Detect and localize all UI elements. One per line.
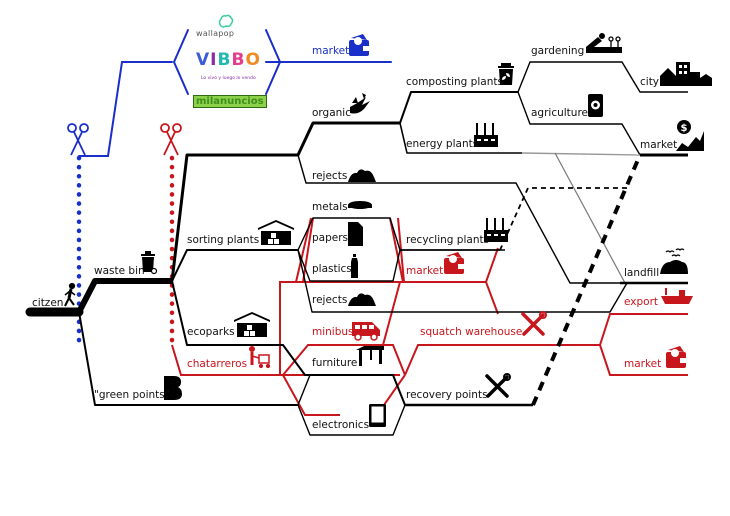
bottle-icon: [351, 254, 358, 278]
fruit-peel-icon: [350, 93, 370, 114]
energy-line: [399, 122, 522, 154]
electronics-upper: [297, 374, 311, 406]
gardening-line: [517, 61, 688, 93]
vibbo-logo: VIBBO: [196, 50, 261, 70]
money-chart-icon: $: [676, 120, 704, 151]
rejects-mid-line: [297, 249, 628, 313]
node-chatarreros: chatarreros: [187, 358, 248, 370]
svg-text:$: $: [681, 123, 688, 134]
vibbo-letter: I: [210, 50, 218, 70]
shopping-cart-person-icon: [249, 346, 271, 369]
red-diagonal-3: [389, 217, 404, 283]
dashed-connectors: [499, 154, 642, 406]
milanuncios-logo: milanuncios: [193, 95, 267, 108]
node-papers: papers: [312, 232, 349, 244]
tools-icon: [485, 373, 511, 398]
red-vertical-minibus: [382, 281, 401, 346]
b-logo-icon: [164, 376, 182, 400]
red-flow: [169, 155, 688, 426]
recycling-dashed: [499, 187, 628, 251]
tablet-icon: [369, 404, 386, 427]
energy-diagonal: [554, 152, 626, 284]
warehouse-icon: [234, 312, 270, 337]
tools-icon: [521, 311, 547, 336]
node-minibus: minibus: [312, 326, 354, 338]
bottle-cap-icon: [348, 201, 372, 209]
sorting-line: [171, 249, 298, 282]
blue-line: [78, 61, 173, 157]
document-icon: [348, 222, 363, 246]
node-plastics: plastics: [312, 263, 352, 275]
trash-bin-icon: [141, 251, 158, 275]
node-sorting-plants: sorting plants: [187, 234, 260, 246]
black-flow: [25, 61, 688, 436]
node-city: city: [640, 76, 660, 88]
node-metals: metals: [312, 201, 348, 213]
vibbo-tagline: Lo vivo y luego lo vendo: [201, 76, 256, 81]
wallet-icon: [666, 346, 686, 368]
factory-icon: [474, 123, 498, 147]
rubble-pile-icon: [348, 293, 376, 306]
city-icon: [660, 62, 712, 86]
red-market-right: [599, 344, 688, 376]
table-icon: [356, 346, 384, 366]
node-export: export: [624, 296, 659, 308]
wallapop-logo-icon: [218, 14, 234, 28]
node-market-red-mid: market: [406, 265, 444, 277]
node-market-red-right: market: [624, 358, 662, 370]
node-rejects-top: rejects: [312, 170, 348, 182]
node-market-black: market: [640, 139, 678, 151]
waste-bin-line: [76, 278, 172, 314]
node-citizen: citzen: [32, 297, 64, 309]
node-ecoparks: ecoparks: [187, 326, 235, 338]
scissors-icon: [67, 123, 89, 156]
red-diagonal-2: [302, 217, 314, 283]
node-green-points: "green points": [94, 389, 170, 401]
electronics-hex: [297, 374, 406, 436]
node-recycling-plants: recycling plants: [406, 234, 490, 246]
rubble-pile-icon: [348, 169, 376, 182]
recovery-dashed: [531, 154, 642, 406]
blue-bracket-left: [172, 29, 189, 95]
node-electronics: electronics: [312, 419, 370, 431]
node-market-blue: market: [312, 45, 350, 57]
node-energy-plants: energy plants: [406, 138, 479, 150]
vibbo-letter: V: [196, 50, 211, 70]
vibbo-letter: B: [231, 50, 246, 70]
walking-person-icon: [64, 282, 76, 307]
scissors-icon: [160, 123, 182, 156]
node-agriculture: agriculture: [531, 107, 588, 119]
green-points-line: [78, 311, 298, 406]
landfill-birds-icon: [660, 248, 688, 274]
factory-icon: [484, 218, 508, 242]
warehouse-icon: [258, 220, 294, 245]
wallet-icon: [444, 252, 464, 274]
node-landfill: landfill: [624, 267, 660, 279]
node-squatch-warehouse: squatch warehouse: [420, 326, 523, 338]
red-market-fork: [484, 247, 499, 315]
minibus-icon: [352, 322, 380, 341]
red-minibus-line: [282, 344, 406, 376]
ship-icon: [661, 288, 693, 304]
wallet-icon: [349, 34, 369, 56]
node-rejects-mid: rejects: [312, 294, 348, 306]
node-organic: organic: [312, 107, 352, 119]
gardener-icon: [586, 33, 622, 53]
node-composting-plants: composting plants: [406, 76, 503, 88]
node-furniture: furniture: [312, 357, 358, 369]
composting-line: [399, 91, 518, 124]
compost-bin-icon: [498, 63, 514, 85]
red-hex-lower: [282, 374, 340, 416]
fertilizer-bag-icon: [588, 94, 603, 117]
node-gardening: gardening: [531, 45, 585, 57]
node-waste-bin: waste bin: [94, 265, 145, 277]
vibbo-letter: O: [245, 50, 261, 70]
node-recovery-points: recovery points: [406, 389, 488, 401]
plastics-hex: [297, 249, 401, 282]
wallapop-logo: wallapop: [196, 29, 235, 38]
energy-to-landfill: [521, 152, 641, 156]
vibbo-letter: B: [217, 50, 232, 70]
